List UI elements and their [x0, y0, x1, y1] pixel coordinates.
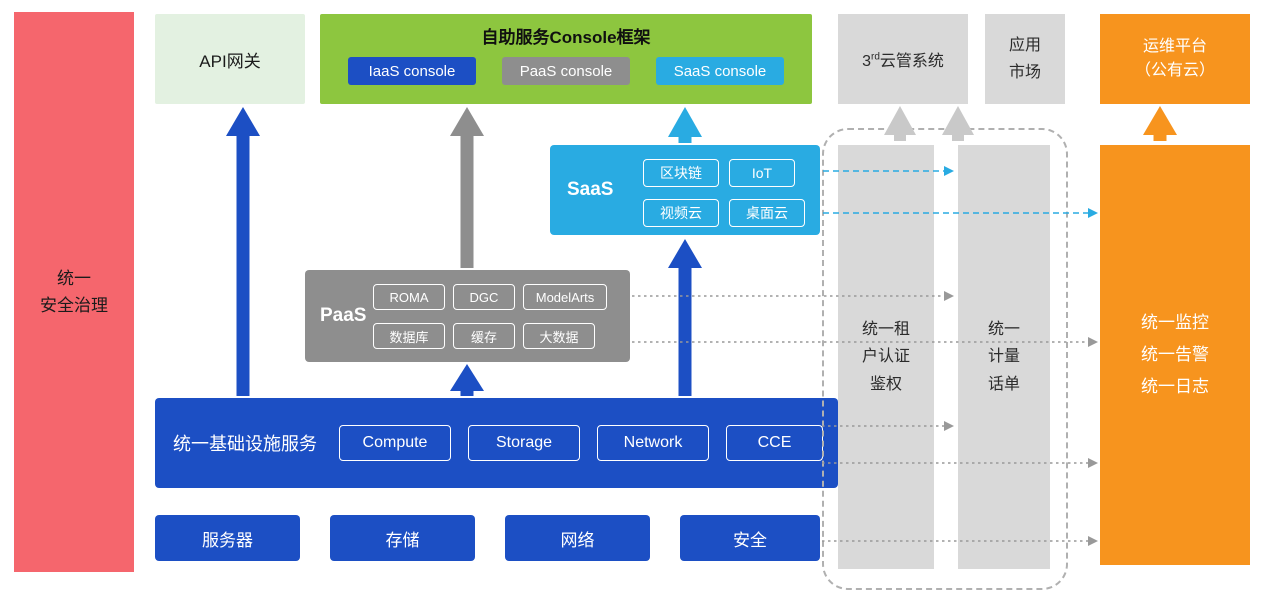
monitoring-line-2: 统一告警: [1141, 344, 1209, 364]
saas-label: SaaS: [567, 179, 614, 200]
infra-item-storage: Storage: [468, 425, 580, 461]
infrastructure-box: 统一基础设施服务 Compute Storage Network CCE: [155, 398, 838, 488]
hardware-storage-box: 存储: [330, 515, 475, 561]
paas-item-roma: ROMA: [373, 284, 445, 310]
saas-item-blockchain: 区块链: [643, 159, 719, 187]
metering-bar-line-2: 计量: [987, 348, 1020, 366]
monitoring-line-3: 统一日志: [1141, 377, 1209, 397]
paas-console-chip: PaaS console: [502, 57, 630, 85]
saas-console-chip: SaaS console: [656, 57, 784, 85]
saas-item-desktop-cloud: 桌面云: [729, 199, 805, 227]
saas-chip-grid: 区块链 IoT 视频云 桌面云: [643, 159, 819, 227]
hardware-server-box: 服务器: [155, 515, 300, 561]
infra-item-cce: CCE: [726, 425, 823, 461]
api-gateway-box: API网关: [155, 14, 305, 104]
hardware-network-label: 网络: [560, 530, 595, 550]
paas-label: PaaS: [320, 305, 367, 326]
infra-item-compute: Compute: [339, 425, 451, 461]
ops-platform-box: 运维平台 （公有云）: [1100, 14, 1250, 104]
infrastructure-chip-row: Compute Storage Network CCE: [339, 425, 823, 461]
hardware-security-box: 安全: [680, 515, 820, 561]
paas-item-modelarts: ModelArts: [523, 284, 607, 310]
console-framework-box: 自助服务Console框架 IaaS console PaaS console …: [320, 14, 812, 104]
metering-bar-line-1: 统一: [987, 321, 1020, 339]
app-market-line-2: 市场: [1008, 64, 1041, 81]
ops-platform-line-1: 运维平台: [1142, 38, 1207, 55]
third-party-cloud-box: 3rd云管系统: [838, 14, 968, 104]
arrow-infra-to-saas: [668, 239, 702, 396]
arrow-paas-to-console: [450, 107, 484, 268]
monitoring-line-1: 统一监控: [1141, 312, 1209, 332]
arrow-saas-to-console: [668, 107, 702, 143]
hardware-security-label: 安全: [733, 530, 767, 550]
hardware-server-label: 服务器: [202, 530, 253, 550]
arrow-infra-to-paas: [450, 364, 484, 396]
saas-item-iot: IoT: [729, 159, 795, 187]
infra-item-network: Network: [597, 425, 709, 461]
arrow-infra-to-api-gateway: [226, 107, 260, 396]
paas-item-dgc: DGC: [453, 284, 515, 310]
paas-item-cache: 缓存: [453, 323, 515, 349]
monitoring-bar: 统一监控 统一告警 统一日志: [1100, 145, 1250, 565]
saas-box: SaaS 区块链 IoT 视频云 桌面云: [550, 145, 820, 235]
iaas-console-chip: IaaS console: [348, 57, 476, 85]
arrow-monitoring-to-ops-platform: [1143, 106, 1177, 141]
third-party-prefix: 3: [862, 53, 871, 70]
third-party-cloud-label: 3rd云管系统: [862, 47, 944, 71]
hardware-storage-label: 存储: [385, 530, 420, 550]
metering-bar: 统一 计量 话单: [958, 145, 1050, 569]
metering-bar-line-3: 话单: [987, 375, 1020, 393]
auth-bar: 统一租 户认证 鉴权: [838, 145, 934, 569]
console-framework-title: 自助服务Console框架: [481, 28, 651, 47]
security-governance-bar: 统一 安全治理: [14, 12, 134, 572]
security-governance-line-2: 安全治理: [40, 296, 108, 315]
third-party-superscript: rd: [870, 51, 880, 63]
app-market-box: 应用 市场: [985, 14, 1065, 104]
ops-platform-line-2: （公有云）: [1134, 62, 1215, 79]
paas-box: PaaS ROMA DGC ModelArts 数据库 缓存 大数据: [305, 270, 630, 362]
saas-item-video-cloud: 视频云: [643, 199, 719, 227]
app-market-line-1: 应用: [1008, 36, 1041, 54]
security-governance-line-1: 统一: [57, 268, 91, 288]
hardware-network-box: 网络: [505, 515, 650, 561]
paas-chip-grid: ROMA DGC ModelArts 数据库 缓存 大数据: [373, 284, 619, 349]
auth-bar-line-3: 鉴权: [869, 375, 902, 393]
api-gateway-label: API网关: [199, 51, 261, 71]
auth-bar-line-1: 统一租: [861, 321, 910, 339]
infrastructure-label: 统一基础设施服务: [173, 434, 317, 454]
auth-bar-line-2: 户认证: [861, 348, 910, 366]
third-party-suffix: 云管系统: [879, 53, 944, 70]
console-chip-row: IaaS console PaaS console SaaS console: [320, 57, 812, 85]
paas-item-database: 数据库: [373, 323, 445, 349]
paas-item-bigdata: 大数据: [523, 323, 595, 349]
